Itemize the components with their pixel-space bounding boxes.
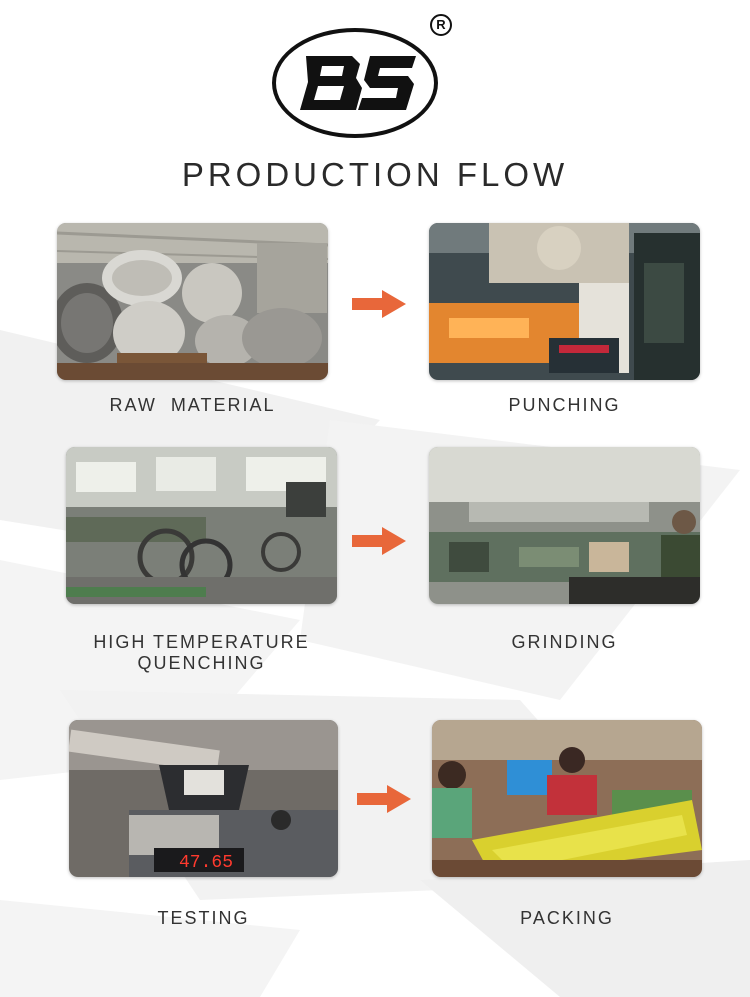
step-label-raw-material: RAW MATERIAL bbox=[109, 395, 276, 415]
page-title: PRODUCTION FLOW bbox=[181, 156, 569, 193]
brand-logo: R bbox=[270, 14, 456, 144]
photo-grinding bbox=[429, 447, 700, 604]
registered-mark-icon: R bbox=[430, 14, 452, 36]
step-label-grinding: GRINDING bbox=[511, 632, 618, 652]
photo-packing bbox=[432, 720, 702, 877]
photo-high-temperature-quenching bbox=[66, 447, 337, 604]
logo-letters bbox=[300, 56, 416, 110]
step-label-packing: PACKING bbox=[520, 908, 614, 928]
step-label-quenching: QUENCHING bbox=[137, 653, 266, 673]
testing-display-readout: 47.65 bbox=[179, 853, 233, 873]
photo-testing: 47.65 bbox=[69, 720, 338, 877]
photo-punching bbox=[429, 223, 700, 380]
photo-raw-material bbox=[57, 223, 328, 380]
right-arrow-icon bbox=[352, 290, 406, 318]
right-arrow-icon bbox=[357, 785, 411, 813]
step-label-testing: TESTING bbox=[157, 908, 250, 928]
step-label-punching: PUNCHING bbox=[508, 395, 621, 415]
right-arrow-icon bbox=[352, 527, 406, 555]
step-label-high-temperature: HIGH TEMPERATURE bbox=[93, 632, 310, 652]
